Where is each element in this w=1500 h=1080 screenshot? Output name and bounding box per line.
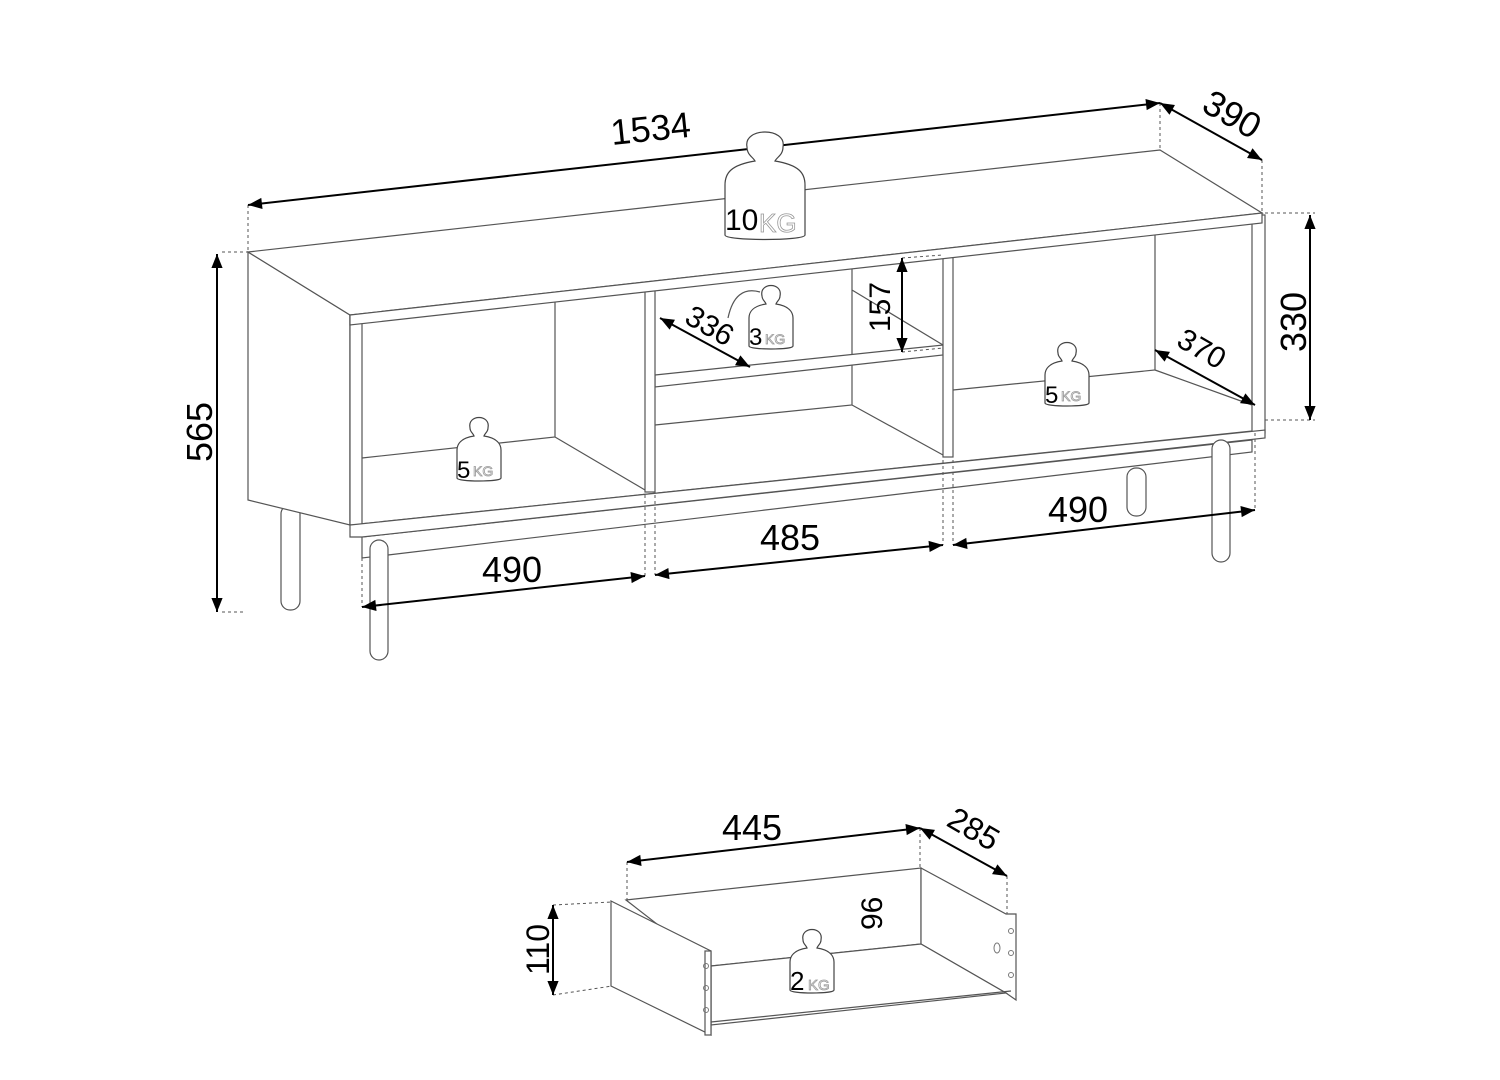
weight-value: 5 bbox=[1045, 382, 1058, 409]
bottom-front bbox=[349, 429, 1266, 538]
label-center-width: 485 bbox=[760, 517, 820, 558]
label-height: 565 bbox=[179, 402, 220, 462]
dim-arrow-left-width bbox=[361, 571, 646, 612]
dim-arrow-depth bbox=[1159, 102, 1263, 161]
label-right-width: 490 bbox=[1048, 489, 1108, 530]
label-inner-height: 330 bbox=[1273, 292, 1314, 352]
weight-unit: KG bbox=[808, 977, 830, 994]
dim-arrow-drawer-width bbox=[626, 824, 921, 866]
weight-unit: KG bbox=[765, 331, 785, 347]
dim-arrow-width bbox=[247, 98, 1161, 210]
weight-5kg-left: 5 KG bbox=[456, 416, 502, 484]
drawer bbox=[610, 866, 1017, 1036]
weight-unit: KG bbox=[759, 208, 797, 238]
dim-arrow-compartment-depth bbox=[1154, 349, 1256, 406]
weight-value: 10 bbox=[725, 204, 758, 237]
label-depth: 390 bbox=[1196, 81, 1269, 147]
weight-2kg: 2 KG bbox=[789, 928, 835, 996]
left-front-edge bbox=[349, 314, 363, 526]
drawer-left-edge bbox=[704, 950, 712, 1036]
label-drawer-width: 445 bbox=[722, 807, 782, 848]
drawer-front-rail bbox=[710, 990, 1012, 1023]
weight-3kg: 3 KG bbox=[748, 284, 794, 351]
right-side-front bbox=[1251, 214, 1266, 434]
extension-lines bbox=[222, 103, 1315, 996]
weight-10kg: 10 KG bbox=[724, 131, 806, 241]
weight-unit: KG bbox=[473, 463, 493, 479]
dim-arrow-shelf-depth bbox=[659, 317, 751, 368]
weight-unit: KG bbox=[1061, 388, 1081, 404]
dim-arrow-center-width bbox=[654, 540, 944, 580]
weight-value: 3 bbox=[749, 324, 762, 351]
left-compartment-lines bbox=[361, 300, 646, 491]
leg-back-left bbox=[280, 504, 301, 611]
divider-left bbox=[644, 284, 656, 493]
weight-5kg-right: 5 KG bbox=[1044, 341, 1090, 409]
label-drawer-depth: 285 bbox=[942, 800, 1006, 858]
leg-back-right bbox=[1126, 467, 1147, 517]
dim-arrow-right-width bbox=[952, 506, 1256, 549]
cabinet bbox=[246, 149, 1266, 661]
leg-front-right bbox=[1211, 439, 1231, 563]
label-width: 1534 bbox=[609, 104, 693, 153]
shelf-depth-leader bbox=[727, 290, 761, 319]
label-drawer-inner-height: 96 bbox=[856, 897, 889, 930]
weight-value: 2 bbox=[790, 966, 804, 996]
weight-value: 5 bbox=[457, 457, 470, 484]
top-front-edge bbox=[349, 212, 1263, 326]
divider-right bbox=[942, 251, 954, 458]
label-shelf-gap: 157 bbox=[864, 282, 897, 332]
drawer-holes bbox=[703, 928, 1014, 1013]
leg-front-left bbox=[369, 539, 389, 661]
label-left-width: 490 bbox=[482, 549, 542, 590]
label-drawer-height: 110 bbox=[520, 924, 556, 975]
dim-arrow-drawer-depth bbox=[919, 827, 1008, 877]
